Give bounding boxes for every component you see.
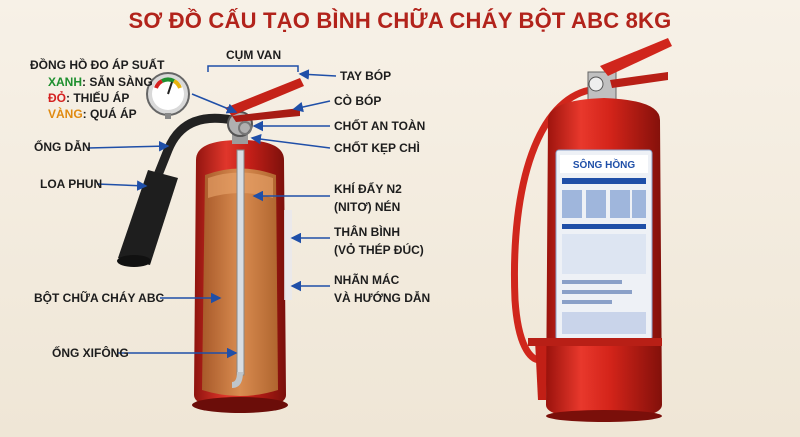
label-gauge-red: ĐỎ: THIẾU ÁP [48, 91, 129, 106]
photo-nozzle [535, 340, 548, 400]
gauge-yellow-key: VÀNG [48, 107, 83, 121]
body-label-panel [284, 210, 292, 300]
nozzle-mouth [117, 255, 151, 267]
cutaway-extinguisher [117, 72, 304, 413]
gauge-yellow-val: : QUÁ ÁP [82, 107, 137, 121]
label-label-line1: NHÃN MÁC [334, 273, 400, 287]
photo-strap [528, 338, 662, 346]
arrow-lever [292, 100, 331, 113]
siphon-tube [236, 149, 245, 376]
callout-arrows [87, 69, 337, 359]
label-safety-pin: CHỐT AN TOÀN [334, 119, 426, 133]
label-hose: ỐNG DẪN [34, 140, 91, 154]
label-gas-line1: KHÍ ĐẨY N2 [334, 182, 402, 196]
safety-pin-ring [238, 121, 252, 135]
gauge-green-val: : SẴN SÀNG [82, 75, 153, 89]
diagram-title: SƠ ĐỒ CẤU TẠO BÌNH CHỮA CHÁY BỘT ABC 8KG [128, 8, 672, 33]
gauge-red-val: : THIẾU ÁP [66, 91, 130, 105]
valve-group-bracket [207, 65, 299, 72]
photo-gauge [588, 76, 604, 92]
handle-top [225, 78, 304, 116]
label-gas-line2: (NITƠ) NÉN [334, 200, 401, 214]
label-gauge-yellow: VÀNG: QUÁ ÁP [48, 107, 137, 122]
label-gauge: ĐỒNG HỒ ĐO ÁP SUẤT [30, 58, 165, 72]
nozzle-cone [118, 170, 178, 265]
label-label-line2: VÀ HƯỚNG DẪN [334, 291, 431, 305]
photo-extinguisher: SÔNG HỒNG [510, 38, 672, 422]
label-lever: CÒ BÓP [334, 94, 382, 108]
arrow-nozzle [96, 180, 148, 191]
label-powder: BỘT CHỮA CHÁY ABC [34, 291, 165, 305]
arrow-hose [87, 140, 170, 152]
photo-brand: SÔNG HỒNG [573, 158, 635, 171]
label-handle: TAY BÓP [340, 69, 392, 83]
lever-bottom [232, 108, 300, 122]
cylinder-base [192, 397, 288, 413]
gauge-red-key: ĐỎ [48, 91, 66, 105]
gauge-green-key: XANH [48, 75, 83, 89]
pressure-gauge-icon [146, 72, 190, 119]
photo-lever [610, 72, 668, 88]
photo-handle [600, 38, 672, 76]
label-gauge-green: XANH: SẴN SÀNG [48, 75, 153, 90]
arrow-handle [298, 69, 337, 80]
arrow-gauge [191, 93, 238, 114]
siphon-bend [231, 371, 243, 388]
label-body-line1: THÂN BÌNH [334, 225, 400, 239]
label-valve-group: CỤM VAN [226, 48, 282, 62]
label-nozzle: LOA PHUN [40, 177, 103, 191]
label-siphon: ỐNG XIFÔNG [52, 346, 129, 360]
label-body-line2: (VỎ THÉP ĐÚC) [334, 243, 424, 257]
arrow-seal-pin [250, 133, 331, 149]
label-seal-pin: CHỐT KẸP CHÌ [334, 141, 420, 155]
